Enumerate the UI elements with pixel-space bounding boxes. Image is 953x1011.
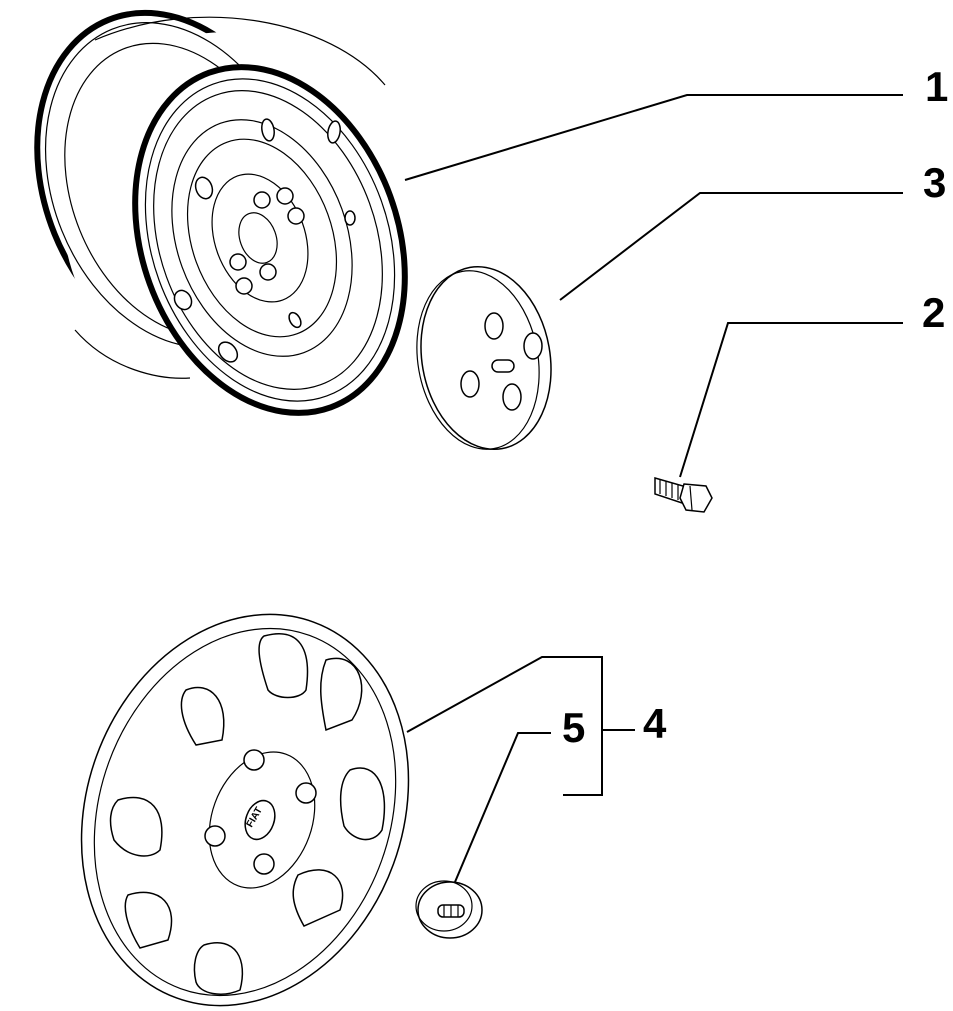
leader-lines [404, 94, 903, 883]
center-plug [415, 880, 483, 939]
callout-5: 5 [562, 704, 586, 751]
callout-3: 3 [923, 159, 947, 206]
steel-wheel-rim [34, 9, 408, 416]
callout-2: 2 [922, 289, 946, 336]
wheel-bolt [654, 477, 713, 513]
center-cap-small [416, 265, 552, 451]
wheel-cover [80, 613, 410, 1007]
callout-4: 4 [643, 700, 667, 747]
callout-1: 1 [925, 63, 949, 110]
